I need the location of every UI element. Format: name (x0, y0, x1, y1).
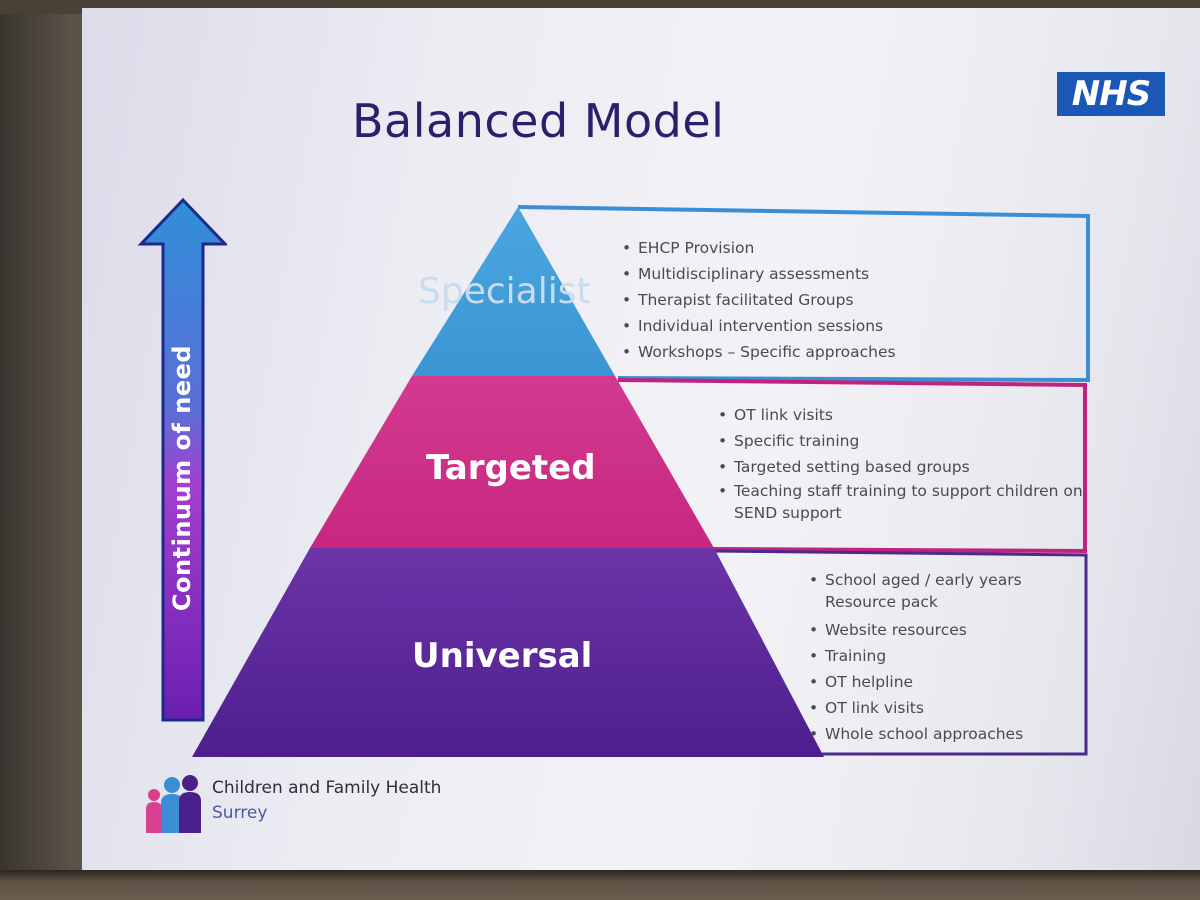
tier-label-specialist: Specialist (418, 271, 591, 312)
universal-outline-box (711, 549, 1088, 756)
nhs-logo: NHS (1057, 72, 1165, 116)
slide-title: Balanced Model (352, 94, 725, 148)
list-item: Workshops – Specific approaches (622, 339, 1102, 365)
pyramid-tier-universal (192, 548, 824, 757)
presentation-slide: Balanced Model NHS Continuum of need (82, 8, 1200, 870)
list-item: OT link visits (809, 695, 1079, 721)
list-item: Targeted setting based groups (718, 454, 1098, 480)
list-item: School aged / early years Resource pack (809, 569, 1079, 613)
universal-services-list: School aged / early years Resource pack … (809, 569, 1079, 747)
targeted-services-list: OT link visits Specific training Targete… (718, 402, 1098, 528)
pyramid-tier-targeted (310, 376, 714, 548)
organisation-region: Surrey (212, 803, 268, 823)
specialist-services-list: EHCP Provision Multidisciplinary assessm… (622, 235, 1102, 365)
family-figures-logo-icon (146, 775, 201, 833)
tier-label-universal: Universal (412, 636, 593, 676)
list-item: Therapist facilitated Groups (622, 287, 1102, 313)
list-item: EHCP Provision (622, 235, 1102, 261)
continuum-arrow-icon (137, 198, 227, 722)
list-item: Specific training (718, 428, 1098, 454)
pyramid-tier-specialist (412, 207, 615, 376)
tier-label-targeted: Targeted (426, 448, 596, 488)
organisation-name: Children and Family Health (212, 778, 442, 798)
list-item: Whole school approaches (809, 721, 1079, 747)
screen-bezel-bottom (0, 870, 1200, 900)
list-item: Website resources (809, 617, 1079, 643)
list-item: OT helpline (809, 669, 1079, 695)
list-item: OT link visits (718, 402, 1098, 428)
list-item: Teaching staff training to support child… (718, 480, 1098, 524)
list-item: Multidisciplinary assessments (622, 261, 1102, 287)
list-item: Training (809, 643, 1079, 669)
list-item: Individual intervention sessions (622, 313, 1102, 339)
